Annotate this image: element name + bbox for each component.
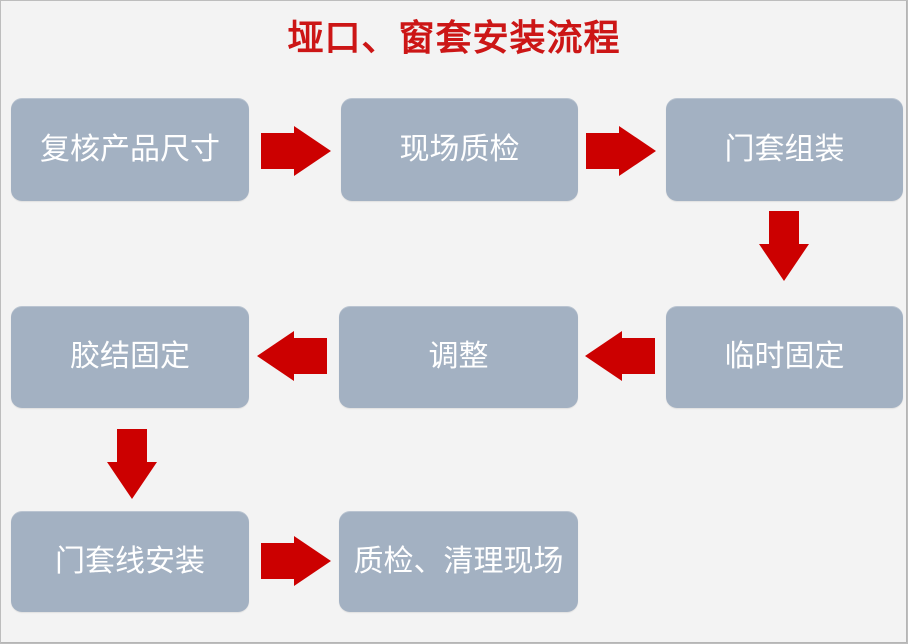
flow-node-label: 调整 xyxy=(428,339,489,374)
arrow-right-icon xyxy=(261,126,331,176)
flow-node-label: 临时固定 xyxy=(724,339,845,374)
flow-node-glue-fixing: 胶结固定 xyxy=(11,306,249,408)
arrow-down-icon xyxy=(759,211,809,281)
arrow-down-shape xyxy=(759,211,809,281)
arrow-right-icon xyxy=(586,126,656,176)
arrow-right-shape xyxy=(586,126,656,176)
flow-node-onsite-quality-check: 现场质检 xyxy=(341,98,578,201)
flow-node-label: 门套组装 xyxy=(724,131,845,167)
arrow-right-shape xyxy=(261,126,331,176)
flow-node-door-frame-trim-installation: 门套线安装 xyxy=(11,511,249,612)
page-title: 垭口、窗套安装流程 xyxy=(287,18,621,59)
flow-node-quality-check-site-cleanup: 质检、清理现场 xyxy=(339,511,578,612)
arrow-left-shape xyxy=(585,331,655,381)
arrow-right-shape xyxy=(261,536,331,586)
arrow-left-shape xyxy=(257,331,327,381)
flow-node-temporary-fixing: 临时固定 xyxy=(666,306,903,408)
flow-node-label: 复核产品尺寸 xyxy=(40,131,220,167)
arrow-down-shape xyxy=(107,429,157,499)
arrow-down-icon xyxy=(107,429,157,499)
flow-node-adjust: 调整 xyxy=(339,306,578,408)
flow-node-label: 质检、清理现场 xyxy=(353,543,564,579)
flow-node-label: 门套线安装 xyxy=(55,543,205,579)
flow-node-label: 现场质检 xyxy=(399,131,520,167)
arrow-left-icon xyxy=(257,331,327,381)
arrow-left-icon xyxy=(585,331,655,381)
flow-node-label: 胶结固定 xyxy=(70,339,190,374)
flow-node-door-frame-assembly: 门套组装 xyxy=(666,98,903,201)
arrow-right-icon xyxy=(261,536,331,586)
flow-node-review-product-dimensions: 复核产品尺寸 xyxy=(11,98,249,201)
